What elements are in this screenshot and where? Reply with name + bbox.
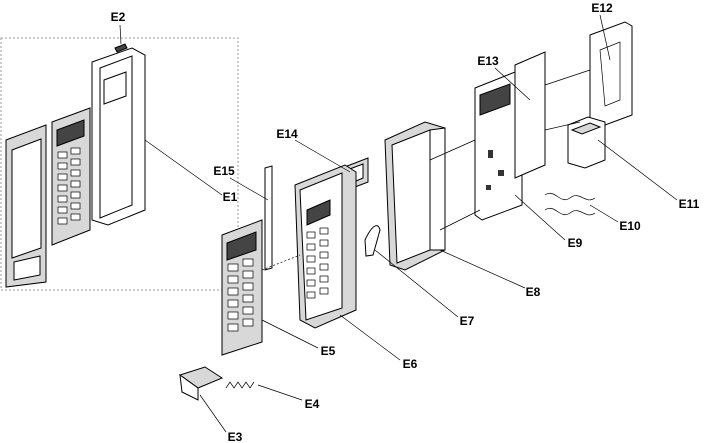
label-e14: E14 bbox=[276, 127, 298, 141]
label-e3: E3 bbox=[227, 430, 243, 443]
control-frame bbox=[384, 121, 446, 271]
label-e15: E15 bbox=[213, 164, 235, 178]
wire bbox=[544, 193, 596, 201]
insulation-sheet bbox=[514, 51, 546, 179]
leader-lines bbox=[119, 14, 678, 433]
label-e5: E5 bbox=[320, 344, 336, 358]
label-e11: E11 bbox=[678, 197, 700, 211]
relay-block bbox=[567, 116, 606, 169]
door-button bbox=[178, 366, 224, 401]
label-e4: E4 bbox=[304, 397, 320, 411]
label-e7: E7 bbox=[459, 314, 475, 328]
label-e1: E1 bbox=[222, 190, 238, 204]
front-panel bbox=[294, 164, 357, 329]
power-board bbox=[589, 21, 633, 129]
label-e6: E6 bbox=[402, 357, 418, 371]
membrane-panel-small bbox=[51, 107, 91, 246]
membrane-panel bbox=[221, 219, 263, 356]
label-e8: E8 bbox=[525, 285, 541, 299]
label-e9: E9 bbox=[567, 236, 583, 250]
control-housing bbox=[91, 47, 146, 226]
label-e2: E2 bbox=[110, 10, 126, 24]
label-e13: E13 bbox=[477, 54, 499, 68]
assembly-outline bbox=[0, 37, 239, 291]
screw bbox=[114, 43, 128, 53]
spring bbox=[225, 381, 255, 389]
label-e10: E10 bbox=[619, 219, 641, 233]
flat-cable bbox=[364, 225, 381, 257]
strip-part bbox=[264, 165, 273, 271]
label-e12: E12 bbox=[591, 1, 613, 15]
door-frame bbox=[5, 124, 47, 288]
